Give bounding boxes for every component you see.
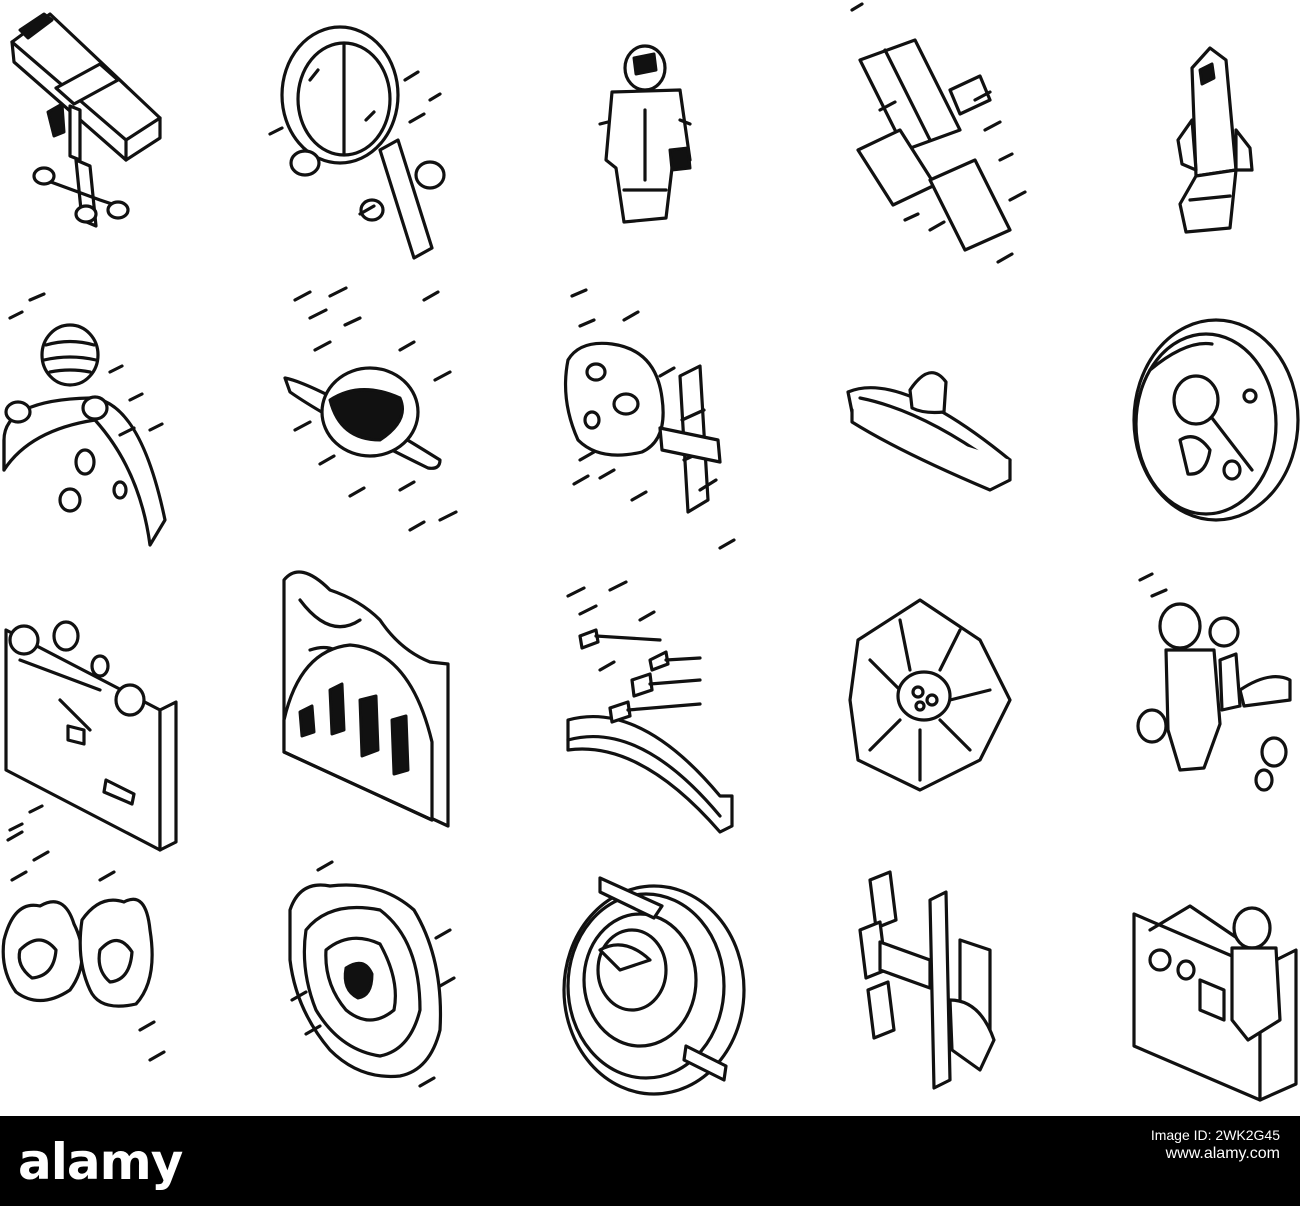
brand-logo: alamy: [18, 1133, 183, 1191]
space-tourism-icon: [1134, 906, 1296, 1100]
black-hole-icon: [285, 288, 456, 530]
space-shuttle-icon: [1178, 48, 1252, 232]
astronaut-icon: [600, 46, 690, 222]
asteroid-satellite-icon: [566, 290, 734, 548]
space-debris-rocks-icon: [3, 832, 164, 1060]
isometric-icon-set: [0, 0, 1300, 1116]
space-station-icon: [852, 4, 1025, 262]
astronaut-landing-icon: [1138, 574, 1290, 790]
space-colony-dome-icon: [284, 572, 448, 826]
website-url: www.alamy.com: [1165, 1145, 1280, 1162]
meteor-shower-icon: [568, 582, 732, 832]
lunar-crater-map-icon: [6, 622, 176, 850]
moon-surface-planet-icon: [4, 294, 165, 545]
watermark-bar: alamy Image ID: 2WK2G45 www.alamy.com: [0, 1116, 1300, 1206]
ufo-icon: [848, 373, 1010, 490]
image-id-label: Image ID: 2WK2G45: [1150, 1127, 1280, 1143]
magnifier-planet-icon: [270, 27, 444, 258]
solar-array-station-icon: [860, 872, 994, 1088]
orbit-ring-icon: [564, 878, 744, 1094]
solar-panel-ring-icon: [850, 600, 1010, 790]
research-lens-icon: [1134, 320, 1298, 520]
image-id-block: Image ID: 2WK2G45 www.alamy.com: [1151, 1126, 1280, 1164]
telescope-icon: [12, 14, 160, 226]
nebula-galaxy-icon: [290, 862, 454, 1086]
